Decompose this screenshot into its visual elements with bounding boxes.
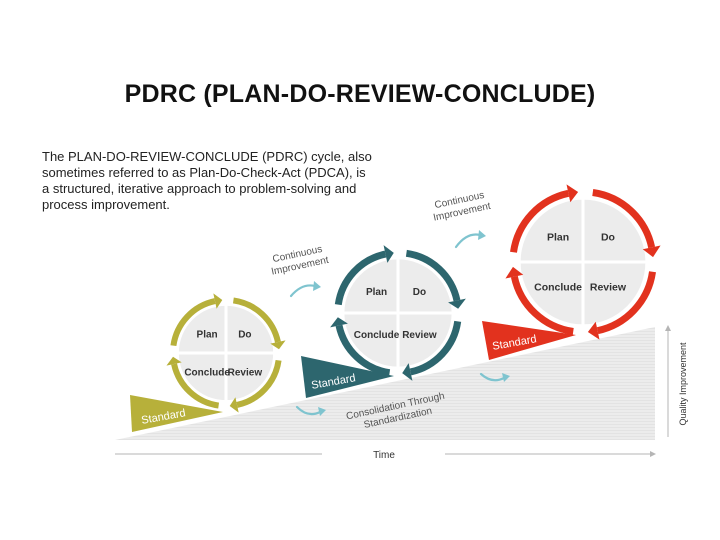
time-label: Time xyxy=(373,450,395,461)
quality-axis-arrow-icon xyxy=(665,325,671,331)
plan-label: Plan xyxy=(547,232,569,244)
plan-quadrant xyxy=(344,259,397,312)
quality-label: Quality Improvement xyxy=(678,342,688,426)
standard-wedge xyxy=(301,356,394,398)
cycle-arrowhead-3-icon xyxy=(330,317,348,328)
improvement-slope xyxy=(115,327,655,440)
cycle-arrowhead-4-icon xyxy=(566,184,579,203)
cycle-arrow-3-icon xyxy=(335,324,391,377)
continuous-arrowhead-2-icon xyxy=(478,230,486,240)
review-label: Review xyxy=(228,367,263,378)
cycle-arrowhead-2-icon xyxy=(587,321,600,340)
conclude-quadrant xyxy=(520,263,582,325)
cycle-arrow-2-icon xyxy=(596,271,656,335)
cycle-arrow-4-icon xyxy=(334,250,387,306)
standard-wedge xyxy=(482,321,576,360)
conclude-label: Conclude xyxy=(534,281,582,293)
review-label: Review xyxy=(402,330,437,341)
cycle-arrowhead-2-icon xyxy=(402,363,413,381)
consolidation-arrowhead-2-icon xyxy=(502,373,510,382)
cycle-arrowhead-3-icon xyxy=(505,266,524,279)
cycle-arrow-1-icon xyxy=(405,249,461,302)
cycle-arrowhead-1-icon xyxy=(270,340,286,350)
plan-label: Plan xyxy=(366,287,387,298)
cycle-arrow-3-icon xyxy=(510,275,574,335)
continuous-arrowhead-1-icon xyxy=(313,281,321,291)
standard-wedge xyxy=(130,395,223,432)
consolidation-arrow-2-icon xyxy=(479,372,506,382)
cycle-arrow-2-icon xyxy=(409,320,462,376)
cycle-arrow-4-icon xyxy=(510,189,570,253)
continuous-arrow-2-icon xyxy=(454,233,482,249)
description-text: The PLAN-DO-REVIEW-CONCLUDE (PDRC) cycle… xyxy=(42,149,372,212)
review-quadrant xyxy=(584,263,646,325)
cycle-arrowhead-2-icon xyxy=(229,397,239,413)
consolidation-arrowhead-1-icon xyxy=(318,407,326,416)
cycle-arrowhead-1-icon xyxy=(448,298,466,309)
cycle-arrow-2-icon xyxy=(236,359,282,408)
cycle-arrowhead-1-icon xyxy=(642,245,661,258)
continuous-improvement-label-2: Continuous Improvement xyxy=(432,190,492,224)
do-label: Do xyxy=(601,232,615,244)
plan-quadrant xyxy=(520,199,582,261)
do-quadrant xyxy=(399,259,452,312)
continuous-improvement-label-1: Continuous Improvement xyxy=(270,244,330,278)
cycle-arrow-3-icon xyxy=(171,363,220,409)
cycle-arrow-1-icon xyxy=(592,189,656,249)
cycle-arrowhead-3-icon xyxy=(166,356,182,366)
continuous-arrow-1-icon xyxy=(289,284,317,298)
consolidation-arrow-1-icon xyxy=(295,405,322,416)
review-label: Review xyxy=(590,281,627,293)
cycle-arrow-1-icon xyxy=(232,297,281,343)
cycle-arrow-4-icon xyxy=(170,298,216,347)
conclude-label: Conclude xyxy=(184,367,230,378)
cycle-arrowhead-4-icon xyxy=(213,293,223,309)
time-axis xyxy=(115,451,656,457)
do-quadrant xyxy=(584,199,646,261)
cycle-arrowhead-4-icon xyxy=(383,245,394,263)
do-label: Do xyxy=(238,330,251,341)
plan-label: Plan xyxy=(197,330,218,341)
conclude-label: Conclude xyxy=(354,330,400,341)
page-title: PDRC (PLAN-DO-REVIEW-CONCLUDE) xyxy=(124,80,596,108)
do-label: Do xyxy=(413,287,426,298)
